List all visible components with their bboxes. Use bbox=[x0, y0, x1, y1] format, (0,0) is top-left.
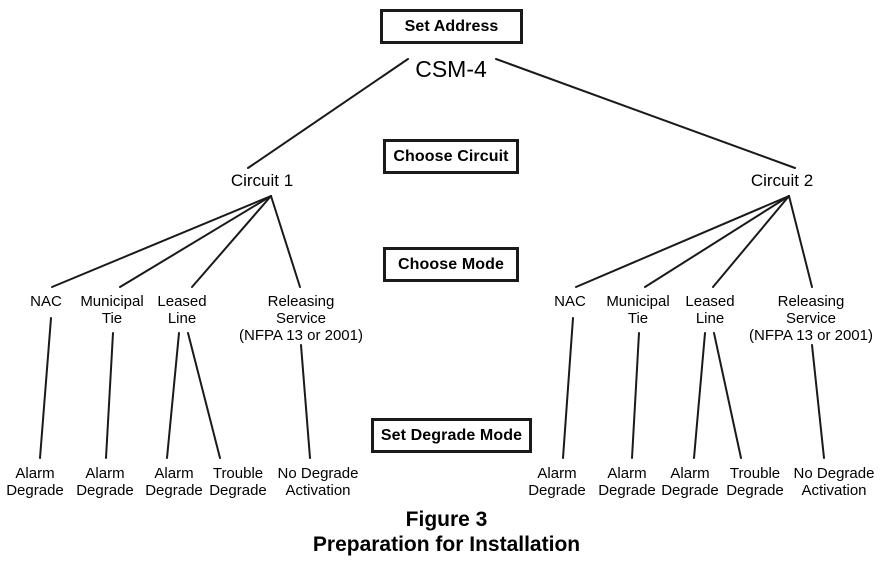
degrade-node-right-2-line2: Degrade bbox=[598, 482, 656, 500]
mode-node-left-2-line2: Tie bbox=[101, 309, 123, 327]
degrade-node-left-1-line2: Degrade bbox=[6, 482, 64, 500]
mode-node-right-1-line1: NAC bbox=[554, 293, 586, 310]
mode-node-right-3-line2: Line bbox=[695, 309, 725, 327]
degrade-node-right-3-line1: Alarm bbox=[670, 465, 710, 482]
mode-node-left-2-line1: Municipal bbox=[80, 293, 144, 310]
mode-node-right-4-line3: (NFPA 13 or 2001) bbox=[749, 326, 873, 344]
stage-box-choose-mode[interactable]: Choose Mode bbox=[383, 247, 519, 282]
stage-box-set-degrade-mode[interactable]: Set Degrade Mode bbox=[371, 418, 532, 453]
circuit2-to-nac bbox=[575, 195, 790, 288]
stage-box-set-address[interactable]: Set Address bbox=[380, 9, 523, 44]
degrade-node-right-2-line1: Alarm bbox=[607, 465, 647, 482]
stage-box-choose-circuit[interactable]: Choose Circuit bbox=[383, 139, 519, 174]
leased-r-to-trouble bbox=[713, 332, 742, 459]
nac-r-to-alarm bbox=[562, 317, 574, 459]
degrade-node-left-4-line2: Degrade bbox=[209, 482, 267, 500]
mode-node-left-3-line2: Line bbox=[167, 309, 197, 327]
degrade-node-right-4-line1: Trouble bbox=[729, 465, 781, 482]
mode-node-right-3-line1: Leased bbox=[685, 293, 735, 310]
releasing-r-to-nodeg bbox=[811, 344, 825, 459]
mode-node-left-4-line2: Service bbox=[275, 309, 327, 327]
nac-l-to-alarm bbox=[39, 317, 52, 459]
municipal-r-to-alarm bbox=[631, 332, 640, 459]
degrade-node-right-5-line2: Activation bbox=[801, 482, 867, 500]
circuit1-to-municipal bbox=[119, 195, 272, 288]
circuit2-to-releasing bbox=[788, 195, 813, 288]
degrade-node-left-5-line2: Activation bbox=[285, 482, 351, 500]
degrade-node-right-5-line1: No Degrade bbox=[793, 465, 875, 482]
circuit-node-1[interactable]: Circuit 1 bbox=[231, 172, 293, 190]
figure-title: Preparation for Installation bbox=[312, 533, 581, 556]
degrade-node-left-2-line1: Alarm bbox=[85, 465, 125, 482]
leased-l-to-alarm bbox=[166, 332, 180, 459]
mode-node-right-4-line2: Service bbox=[785, 309, 837, 327]
circuit-node-1-line1: Circuit 1 bbox=[230, 171, 294, 190]
mode-node-left-1[interactable]: NAC bbox=[30, 293, 62, 311]
circuit2-to-leased bbox=[712, 195, 790, 288]
circuit-node-2-line1: Circuit 2 bbox=[750, 171, 814, 190]
mode-node-left-4-line3: (NFPA 13 or 2001) bbox=[239, 326, 363, 344]
circuit-node-2[interactable]: Circuit 2 bbox=[751, 172, 813, 190]
mode-node-left-1-line1: NAC bbox=[30, 293, 62, 310]
figure-number: Figure 3 bbox=[405, 508, 488, 531]
degrade-node-right-4-line2: Degrade bbox=[726, 482, 784, 500]
degrade-node-left-1-line1: Alarm bbox=[15, 465, 55, 482]
leased-r-to-alarm bbox=[693, 332, 706, 459]
circuit2-to-municipal bbox=[644, 195, 790, 288]
circuit1-to-releasing bbox=[270, 195, 301, 288]
root-node-csm4[interactable]: CSM-4 bbox=[415, 57, 487, 81]
leased-l-to-trouble bbox=[187, 332, 221, 459]
mode-node-right-4-line1: Releasing bbox=[777, 293, 845, 310]
degrade-node-right-1-line1: Alarm bbox=[537, 465, 577, 482]
mode-node-left-3-line1: Leased bbox=[157, 293, 207, 310]
circuit1-to-nac bbox=[51, 195, 272, 288]
degrade-node-left-5-line1: No Degrade bbox=[277, 465, 359, 482]
mode-node-right-2-line2: Tie bbox=[627, 309, 649, 327]
mode-node-right-2-line1: Municipal bbox=[606, 293, 670, 310]
degrade-node-right-3-line2: Degrade bbox=[661, 482, 719, 500]
municipal-l-to-alarm bbox=[105, 332, 114, 459]
releasing-l-to-nodeg bbox=[300, 344, 311, 459]
degrade-node-left-2-line2: Degrade bbox=[76, 482, 134, 500]
degrade-node-left-3-line2: Degrade bbox=[145, 482, 203, 500]
degrade-node-left-4-line1: Trouble bbox=[212, 465, 264, 482]
mode-node-right-1[interactable]: NAC bbox=[554, 293, 586, 311]
root-node-csm4-line1: CSM-4 bbox=[415, 56, 487, 82]
degrade-node-left-3-line1: Alarm bbox=[154, 465, 194, 482]
degrade-node-right-1-line2: Degrade bbox=[528, 482, 586, 500]
csm4-to-circuit2 bbox=[495, 58, 796, 169]
circuit1-to-leased bbox=[191, 195, 272, 288]
mode-node-left-4-line1: Releasing bbox=[267, 293, 335, 310]
